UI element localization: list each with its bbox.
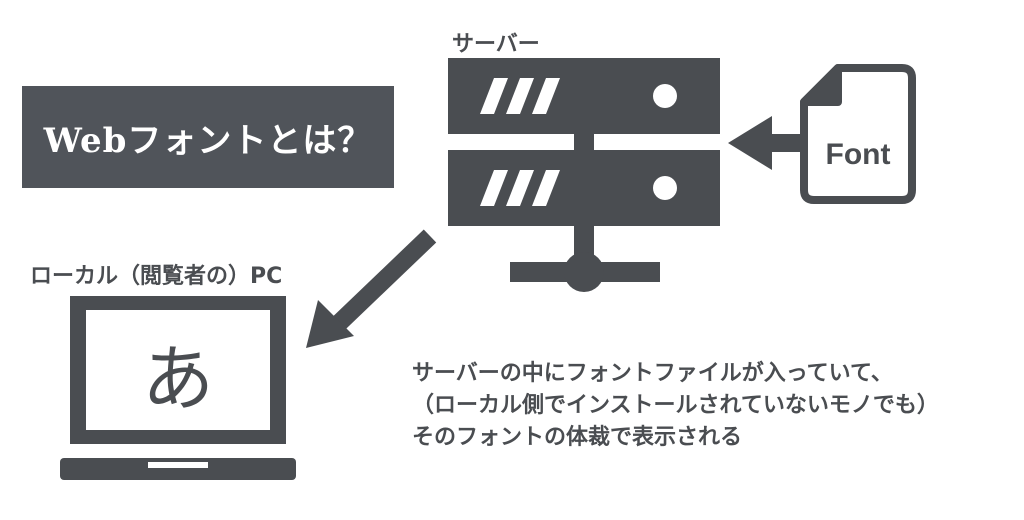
page-title: Webフォントとは？ xyxy=(43,120,373,161)
description: サーバーの中にフォントファイルが入っていて、 （ローカル側でインストールされてい… xyxy=(412,358,939,454)
title-box: Webフォントとは？ xyxy=(22,86,394,188)
font-file-label: Font xyxy=(826,138,891,171)
screen-character: あ xyxy=(142,337,214,421)
server-icon xyxy=(448,58,720,292)
server-label: サーバー xyxy=(452,32,540,57)
description-line-1: サーバーの中にフォントファイルが入っていて、 xyxy=(412,361,893,386)
description-line-3: そのフォントの体裁で表示される xyxy=(412,425,743,450)
arrow-down-left-icon xyxy=(306,229,437,348)
laptop-icon: あ xyxy=(60,296,296,480)
pc-label: ローカル（閲覧者の）PC xyxy=(30,264,283,289)
arrow-left-icon xyxy=(728,116,804,170)
description-line-2: （ローカル側でインストールされていないモノでも） xyxy=(412,393,939,418)
font-file-icon: Font xyxy=(800,64,916,204)
